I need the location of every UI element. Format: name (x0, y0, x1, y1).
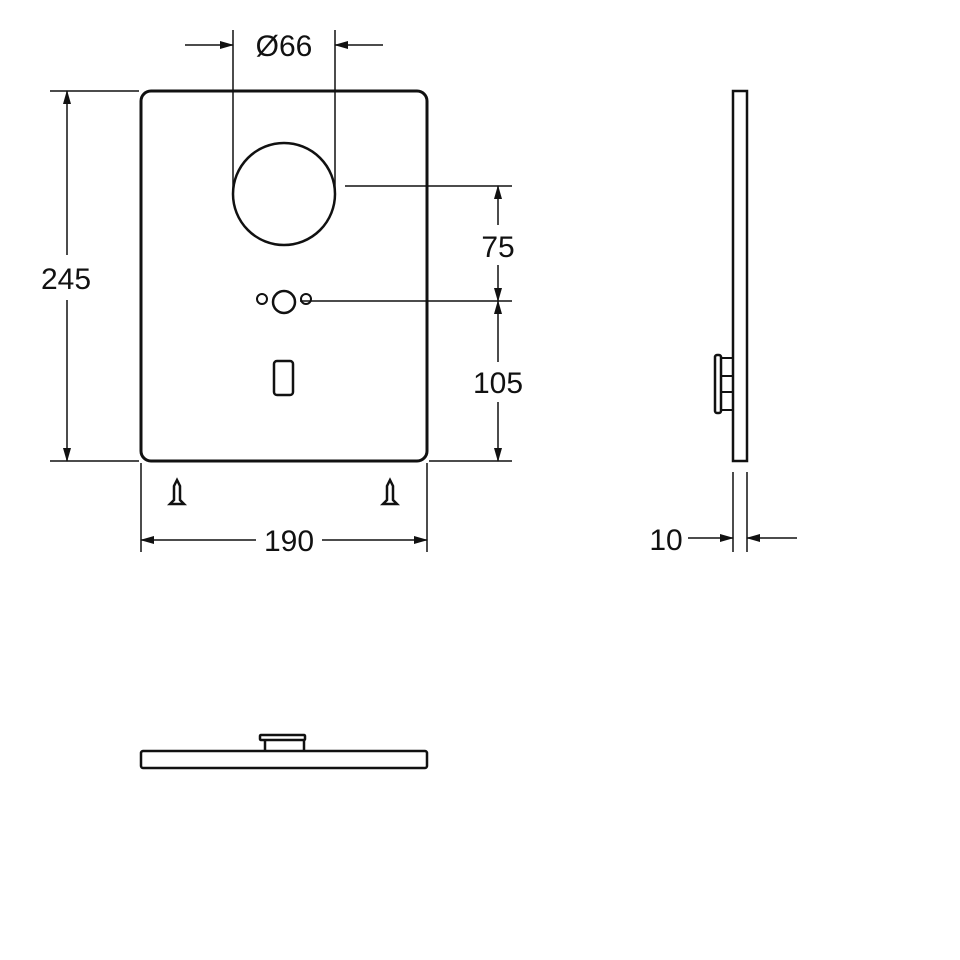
side-view (713, 89, 749, 463)
vertical-offset-dimensions: 75 105 (300, 185, 523, 462)
diameter-dimension: Ø66 (185, 30, 383, 190)
sensor-hole (271, 289, 297, 315)
plate-side (731, 89, 749, 463)
width-dimension: 190 (140, 463, 428, 558)
height-label: 245 (41, 263, 91, 296)
width-label: 190 (264, 525, 314, 558)
front-view (139, 89, 429, 506)
offset-75-label: 75 (481, 231, 514, 264)
screw-icon (166, 477, 188, 506)
cover-plate (139, 89, 429, 463)
plate-bottom (139, 749, 429, 770)
indicator-window (272, 359, 295, 397)
diameter-label: Ø66 (256, 30, 313, 63)
small-hole-right (300, 293, 312, 305)
thickness-label: 10 (649, 524, 682, 557)
round-opening (231, 141, 337, 247)
bottom-view (139, 733, 429, 770)
screw-icon (379, 477, 401, 506)
thickness-dimension: 10 (649, 472, 797, 557)
small-hole-left (256, 293, 268, 305)
knob-cap-side (713, 353, 723, 415)
knob-cap-bottom (258, 733, 307, 742)
height-dimension: 245 (41, 90, 139, 462)
offset-105-label: 105 (473, 367, 523, 400)
